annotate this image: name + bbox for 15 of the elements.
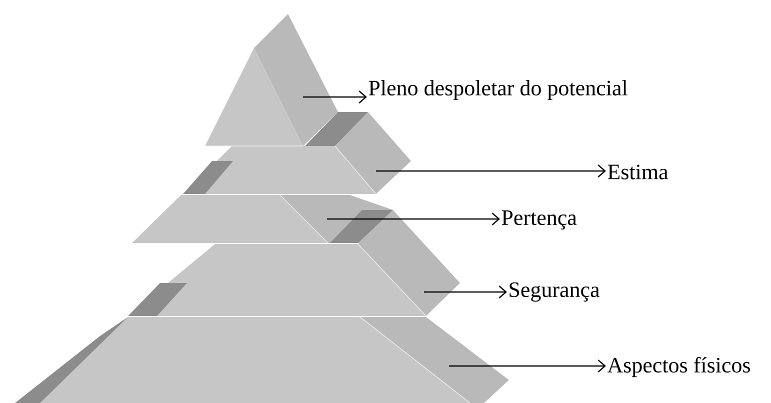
level-label: Segurança — [510, 282, 600, 302]
level-label: Pleno despoletar do potencial — [368, 80, 628, 100]
pyramid-layer — [183, 112, 411, 194]
arrow — [376, 164, 606, 178]
level-label: Aspectos físicos — [607, 356, 750, 378]
arrow — [327, 212, 500, 226]
pyramid-layer — [132, 194, 393, 244]
level-label: Pertença — [502, 210, 577, 230]
arrow — [449, 360, 606, 372]
arrow — [303, 90, 367, 104]
arrow — [424, 286, 507, 298]
pyramid-layer — [204, 14, 368, 146]
pyramid-layer — [15, 316, 509, 403]
level-label: Estima — [608, 164, 668, 180]
pyramid-layer — [128, 210, 460, 316]
